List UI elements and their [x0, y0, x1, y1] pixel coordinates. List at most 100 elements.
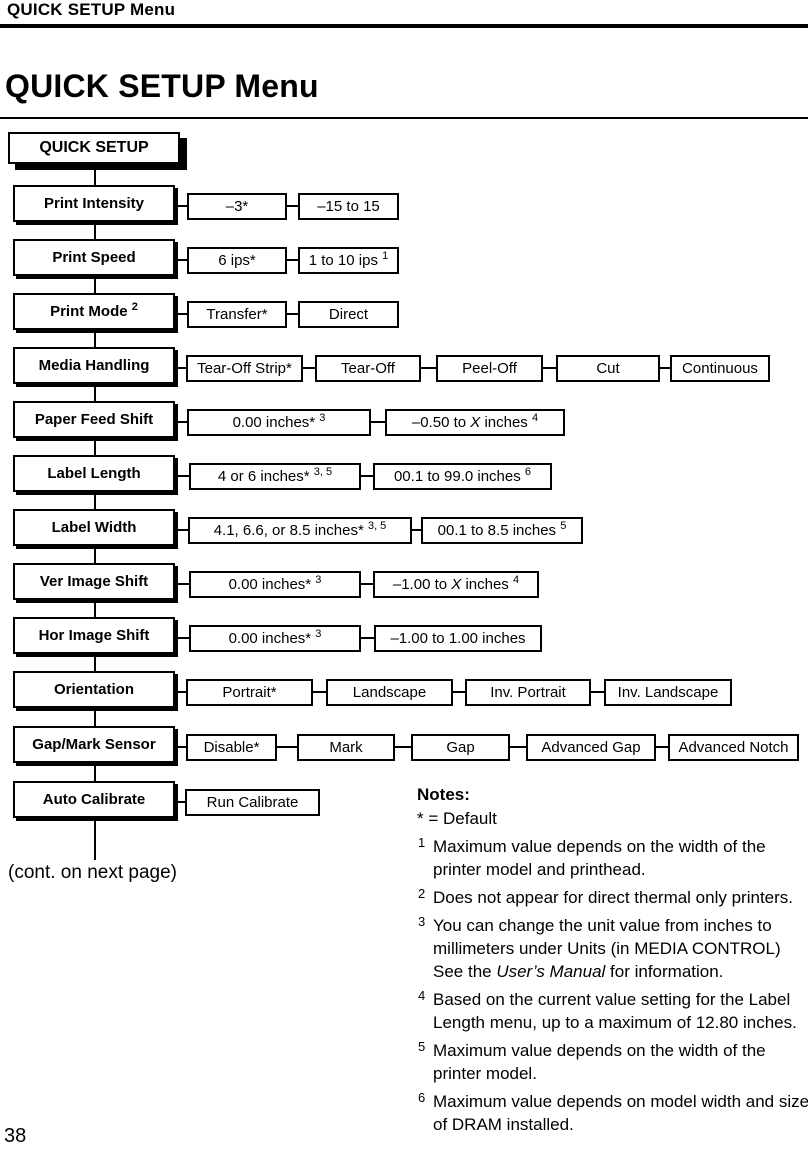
- text-segment: Gap/Mark Sensor: [32, 736, 156, 753]
- text-segment: Label Length: [47, 465, 141, 482]
- note-line: See the User’s Manual for information.: [433, 960, 808, 983]
- menu-value-inv-landscape: Inv. Landscape: [604, 679, 732, 706]
- text-segment: Maximum value depends on the width of th…: [433, 1041, 766, 1060]
- menu-value-continuous: Continuous: [670, 355, 770, 382]
- connector-line: [313, 691, 326, 693]
- menu-value-portrait: Portrait*: [186, 679, 313, 706]
- connector-line: [175, 475, 189, 477]
- connector-line: [175, 259, 187, 261]
- connector-line: [303, 367, 315, 369]
- text-segment: 4.1, 6.6, or 8.5 inches*: [213, 522, 368, 539]
- connector-line: [656, 746, 668, 748]
- menu-value-gap: Gap: [411, 734, 510, 761]
- text-segment: Tear-Off: [341, 360, 395, 377]
- menu-value-1-00-to-1-00-inches: –1.00 to 1.00 inches: [374, 625, 542, 652]
- menu-item-media-handling: Media Handling: [13, 347, 175, 384]
- menu-value-15-to-15: –15 to 15: [298, 193, 399, 220]
- text-segment: Transfer*: [206, 306, 268, 323]
- text-segment: –1.00 to: [392, 576, 452, 593]
- connector-line: [175, 746, 186, 748]
- superscript-note-ref: 3: [315, 573, 322, 586]
- menu-value-0-00-inches-3: 0.00 inches* 3: [189, 571, 361, 598]
- text-segment: Tear-Off Strip*: [197, 360, 292, 377]
- superscript-note-ref: 3: [315, 627, 322, 640]
- connector-line: [175, 583, 189, 585]
- menu-item-print-speed: Print Speed: [13, 239, 175, 276]
- page-number: 38: [4, 1125, 27, 1147]
- text-segment: printer model and printhead.: [433, 860, 646, 879]
- text-segment: of DRAM installed.: [433, 1115, 574, 1134]
- text-segment: for information.: [605, 962, 724, 981]
- menu-item-auto-calibrate: Auto Calibrate: [13, 781, 175, 818]
- notes-title: Notes:: [417, 785, 470, 804]
- text-segment: Mark: [329, 739, 363, 756]
- text-segment: 1 to 10 ips: [308, 252, 383, 269]
- text-segment: –0.50 to: [411, 414, 471, 431]
- continuation-note: (cont. on next page): [8, 862, 177, 883]
- text-segment: 00.1 to 8.5 inches: [437, 522, 561, 539]
- menu-value-transfer: Transfer*: [187, 301, 287, 328]
- connector-line: [287, 313, 298, 315]
- note-line: Maximum value depends on the width of th…: [433, 1039, 808, 1062]
- text-segment: millimeters under Units (in MEDIA CONTRO…: [433, 939, 781, 958]
- running-header: QUICK SETUP Menu: [7, 0, 176, 19]
- text-segment: Print Mode: [50, 303, 132, 320]
- note-line: Does not appear for direct thermal only …: [433, 886, 808, 909]
- text-segment: Advanced Gap: [541, 739, 641, 756]
- text-segment: Direct: [328, 306, 369, 323]
- menu-item-gap-mark-sensor: Gap/Mark Sensor: [13, 726, 175, 763]
- connector-line: [287, 205, 298, 207]
- note-number: 6: [418, 1090, 426, 1105]
- superscript-note-ref: 1: [382, 249, 389, 262]
- note-line: * = Default: [417, 807, 808, 830]
- menu-value-tear-off-strip: Tear-Off Strip*: [186, 355, 303, 382]
- superscript-note-ref: 6: [524, 465, 532, 478]
- menu-value-mark: Mark: [297, 734, 395, 761]
- note-item-2: 2 Does not appear for direct thermal only…: [417, 886, 808, 909]
- connector-line: [287, 259, 298, 261]
- superscript-note-ref: 3: [319, 411, 326, 424]
- connector-line: [175, 801, 185, 803]
- menu-item-ver-image-shift: Ver Image Shift: [13, 563, 175, 600]
- superscript-note-ref: 3, 5: [367, 519, 387, 532]
- menu-value-1-to-10-ips-1: 1 to 10 ips 1: [298, 247, 399, 274]
- text-segment: Length menu, up to a maximum of 12.80 in…: [433, 1013, 797, 1032]
- note-line: Maximum value depends on the width of th…: [433, 835, 808, 858]
- menu-value-0-50-to-x-inches-4: –0.50 to X inches 4: [385, 409, 565, 436]
- superscript-note-ref: 4: [531, 411, 539, 424]
- text-segment: Run Calibrate: [206, 794, 299, 811]
- superscript-note-ref: 5: [560, 519, 567, 532]
- note-line: printer model and printhead.: [433, 858, 808, 881]
- superscript-note-ref: 3, 5: [313, 465, 333, 478]
- menu-item-print-intensity: Print Intensity: [13, 185, 175, 222]
- connector-line: [660, 367, 670, 369]
- text-segment: –15 to 15: [317, 198, 380, 215]
- menu-value-4-or-6-inches-3-5: 4 or 6 inches* 3, 5: [189, 463, 361, 490]
- note-item-6: 6 Maximum value depends on model width an…: [417, 1090, 808, 1136]
- text-segment: Ver Image Shift: [39, 573, 149, 590]
- connector-line: [175, 313, 187, 315]
- connector-line: [175, 637, 189, 639]
- connector-line: [371, 421, 385, 423]
- note-number: 2: [418, 886, 426, 901]
- menu-value-1-00-to-x-inches-4: –1.00 to X inches 4: [373, 571, 539, 598]
- menu-item-paper-feed-shift: Paper Feed Shift: [13, 401, 175, 438]
- superscript-note-ref: 4: [512, 573, 520, 586]
- text-segment: 0.00 inches*: [228, 576, 316, 593]
- text-segment: Peel-Off: [462, 360, 517, 377]
- note-item-3: 3 You can change the unit value from inch…: [417, 914, 808, 983]
- text-segment: You can change the unit value from inche…: [433, 916, 772, 935]
- text-segment: X: [470, 414, 481, 431]
- menu-value-4-1-6-6-or-8-5-inches-3-5: 4.1, 6.6, or 8.5 inches* 3, 5: [188, 517, 412, 544]
- text-segment: Print Intensity: [43, 195, 144, 212]
- connector-line: [361, 475, 373, 477]
- note-line: Maximum value depends on model width and…: [433, 1090, 808, 1113]
- note-number: 3: [418, 914, 426, 929]
- text-segment: Advanced Notch: [678, 739, 789, 756]
- note-line: millimeters under Units (in MEDIA CONTRO…: [433, 937, 808, 960]
- text-segment: Media Handling: [38, 357, 150, 374]
- menu-value-6-ips: 6 ips*: [187, 247, 287, 274]
